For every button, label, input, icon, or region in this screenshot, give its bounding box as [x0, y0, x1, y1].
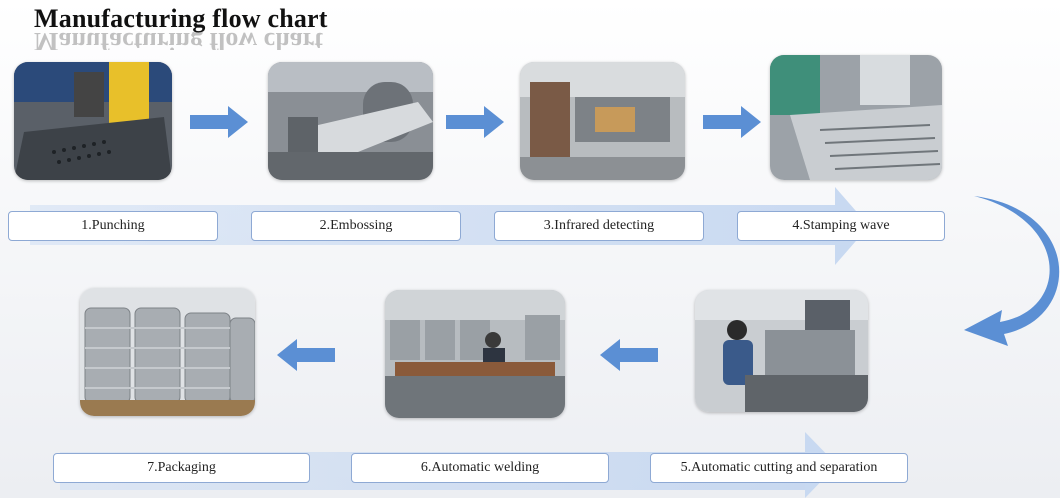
stamping-wave-photo	[770, 55, 942, 180]
step-label-automatic-welding: 6.Automatic welding	[351, 453, 609, 483]
step-label-automatic-cutting-separation: 5.Automatic cutting and separation	[650, 453, 908, 483]
flow-arrow-curved	[964, 196, 1060, 346]
step-label-punching: 1.Punching	[8, 211, 218, 241]
packaged-coils-photo	[80, 288, 255, 416]
flow-arrow-right-3	[703, 106, 761, 138]
cutting-operator-photo	[695, 290, 868, 412]
flow-arrow-right-2	[446, 106, 504, 138]
welding-workshop-photo	[385, 290, 565, 418]
step-label-stamping-wave: 4.Stamping wave	[737, 211, 945, 241]
step-label-embossing: 2.Embossing	[251, 211, 461, 241]
step-label-packaging: 7.Packaging	[53, 453, 310, 483]
page-title: Manufacturing flow chart	[34, 4, 328, 33]
infrared-detector-photo	[520, 62, 685, 180]
title-reflection: Manufacturing flow chart	[34, 32, 323, 50]
flow-arrow-left-1	[600, 339, 658, 371]
punching-machine-photo	[14, 62, 172, 180]
step-label-infrared-detecting: 3.Infrared detecting	[494, 211, 704, 241]
flow-arrow-left-2	[277, 339, 335, 371]
embossing-rollers-photo	[268, 62, 433, 180]
flow-arrow-right-1	[190, 106, 248, 138]
